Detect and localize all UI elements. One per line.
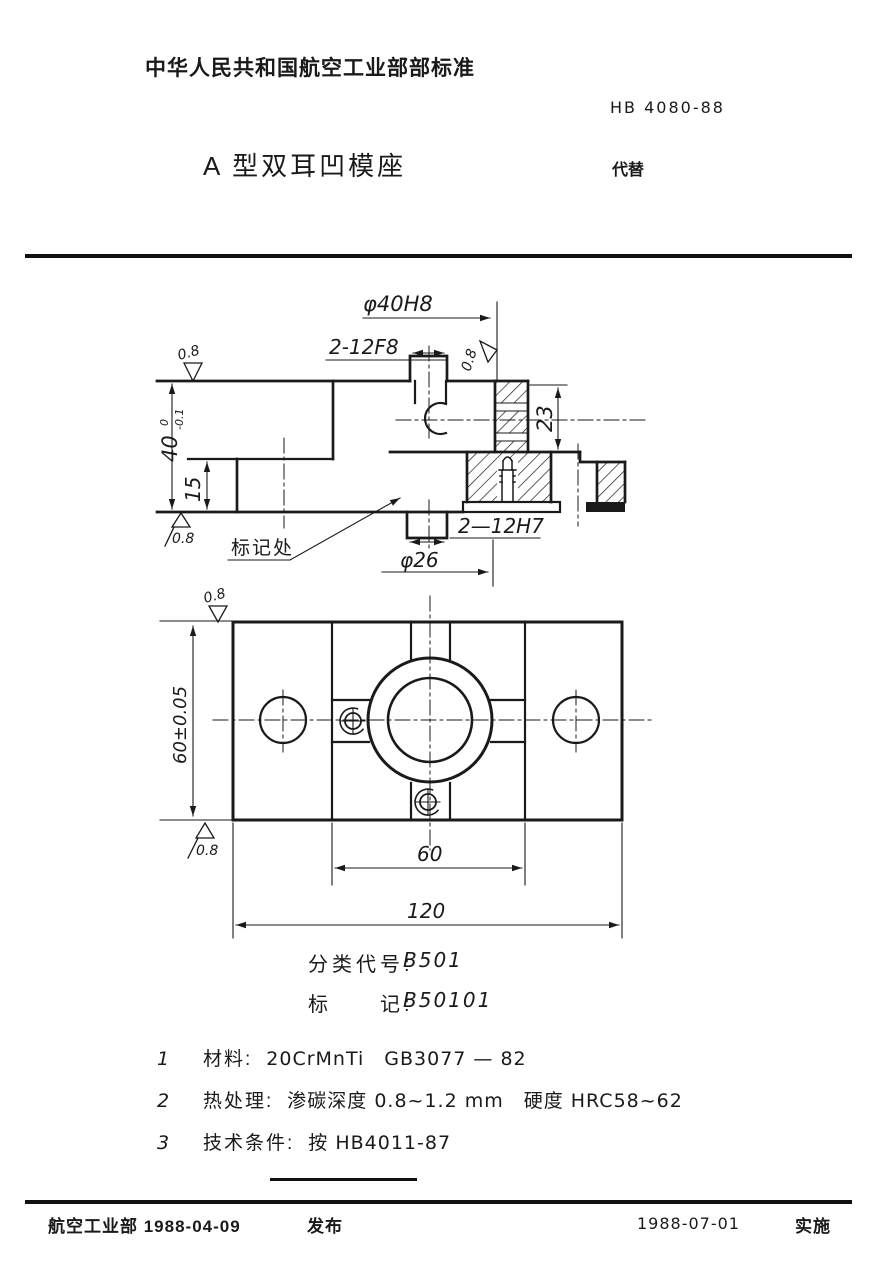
part-outline bbox=[155, 354, 627, 540]
supersedes-label: 代替 bbox=[612, 162, 645, 179]
dim-width-tol-label: 60±0.05 bbox=[170, 686, 191, 764]
surface-finish-symbols-plan: 0.8 0.8 bbox=[187, 586, 229, 859]
dim-depth-label: 23 bbox=[533, 405, 557, 432]
note-row: 2 热处理: 渗碳深度 0.8~1.2 mm 硬度 HRC58~62 bbox=[157, 1086, 797, 1113]
note-number: 3 bbox=[157, 1132, 170, 1154]
footer-rule bbox=[25, 1200, 852, 1204]
surface-finish-symbols-front: 0.8 0.8 0.8 bbox=[164, 339, 498, 547]
finish-bore: 0.8 bbox=[459, 347, 481, 373]
notes-end-rule bbox=[270, 1178, 417, 1181]
finish-bottom-left: 0.8 bbox=[172, 531, 194, 547]
plan-dimensions: 60±0.05 60 120 bbox=[159, 620, 623, 939]
note-label: 热处理: bbox=[203, 1091, 274, 1112]
note-label: 技术条件: bbox=[203, 1133, 295, 1154]
dim-height-tol-lower: -0.1 bbox=[173, 409, 186, 430]
note-row: 1 材料: 20CrMnTi GB3077 — 82 bbox=[157, 1044, 797, 1071]
notes-list: 1 材料: 20CrMnTi GB3077 — 82 2 热处理: 渗碳深度 0… bbox=[157, 1044, 797, 1170]
standard-number: HB 4080-88 bbox=[610, 98, 725, 117]
finish-plan-top: 0.8 bbox=[202, 586, 228, 607]
note-text: 按 HB4011-87 bbox=[308, 1132, 452, 1154]
screw-section bbox=[498, 456, 517, 503]
footer-issuer: 航空工业部 1988-04-09 bbox=[48, 1217, 241, 1236]
dim-step-label: 15 bbox=[181, 477, 205, 502]
marking-code-value: B50101 bbox=[403, 988, 493, 1012]
plan-outline bbox=[231, 620, 624, 822]
note-row: 3 技术条件: 按 HB4011-87 bbox=[157, 1128, 797, 1155]
note-label: 材料: bbox=[203, 1049, 253, 1070]
dim-height-tol-upper: 0 bbox=[158, 419, 171, 426]
plan-centerlines bbox=[212, 595, 653, 851]
note-number: 1 bbox=[157, 1048, 170, 1070]
marking-note-label: 标记处 bbox=[231, 537, 294, 559]
hatched-sections bbox=[467, 381, 625, 502]
finish-plan-bottom: 0.8 bbox=[196, 843, 218, 859]
dim-holes-top-label: 2-12F8 bbox=[329, 335, 399, 359]
front-dimensions: φ40H8 2-12F8 23 40 0 -0.1 15 bbox=[158, 292, 568, 587]
footer-effective-date: 1988-07-01 bbox=[637, 1214, 740, 1233]
classification-code-label: 分类代号: bbox=[308, 954, 414, 976]
plan-view: 60±0.05 60 120 0.8 0.8 bbox=[159, 586, 653, 939]
marking-code-label: 标 记: bbox=[308, 994, 414, 1016]
note-text: 20CrMnTi GB3077 — 82 bbox=[266, 1048, 527, 1070]
dim-boss-label: φ26 bbox=[400, 548, 439, 572]
dim-height-label: 40 bbox=[158, 435, 182, 462]
front-section-view: φ40H8 2-12F8 23 40 0 -0.1 15 bbox=[155, 292, 649, 587]
dim-hole-span-label: 60 bbox=[417, 842, 442, 866]
footer-implement-label: 实施 bbox=[795, 1217, 831, 1236]
note-text: 渗碳深度 0.8~1.2 mm 硬度 HRC58~62 bbox=[287, 1090, 683, 1112]
dim-holes-bottom-label: 2—12H7 bbox=[458, 514, 544, 538]
dim-length-label: 120 bbox=[407, 899, 445, 923]
header-org-line: 中华人民共和国航空工业部部标准 bbox=[145, 57, 475, 80]
screw-hole-bottom bbox=[414, 788, 441, 816]
finish-top-left: 0.8 bbox=[176, 343, 202, 364]
footer-publish-label: 发布 bbox=[307, 1217, 343, 1236]
screw-hole-left bbox=[339, 707, 366, 735]
dim-bore-label: φ40H8 bbox=[363, 292, 433, 316]
page-title: A 型双耳凹模座 bbox=[203, 151, 407, 181]
classification-code-value: B501 bbox=[403, 948, 463, 972]
note-number: 2 bbox=[157, 1090, 170, 1112]
header-rule bbox=[25, 254, 852, 258]
